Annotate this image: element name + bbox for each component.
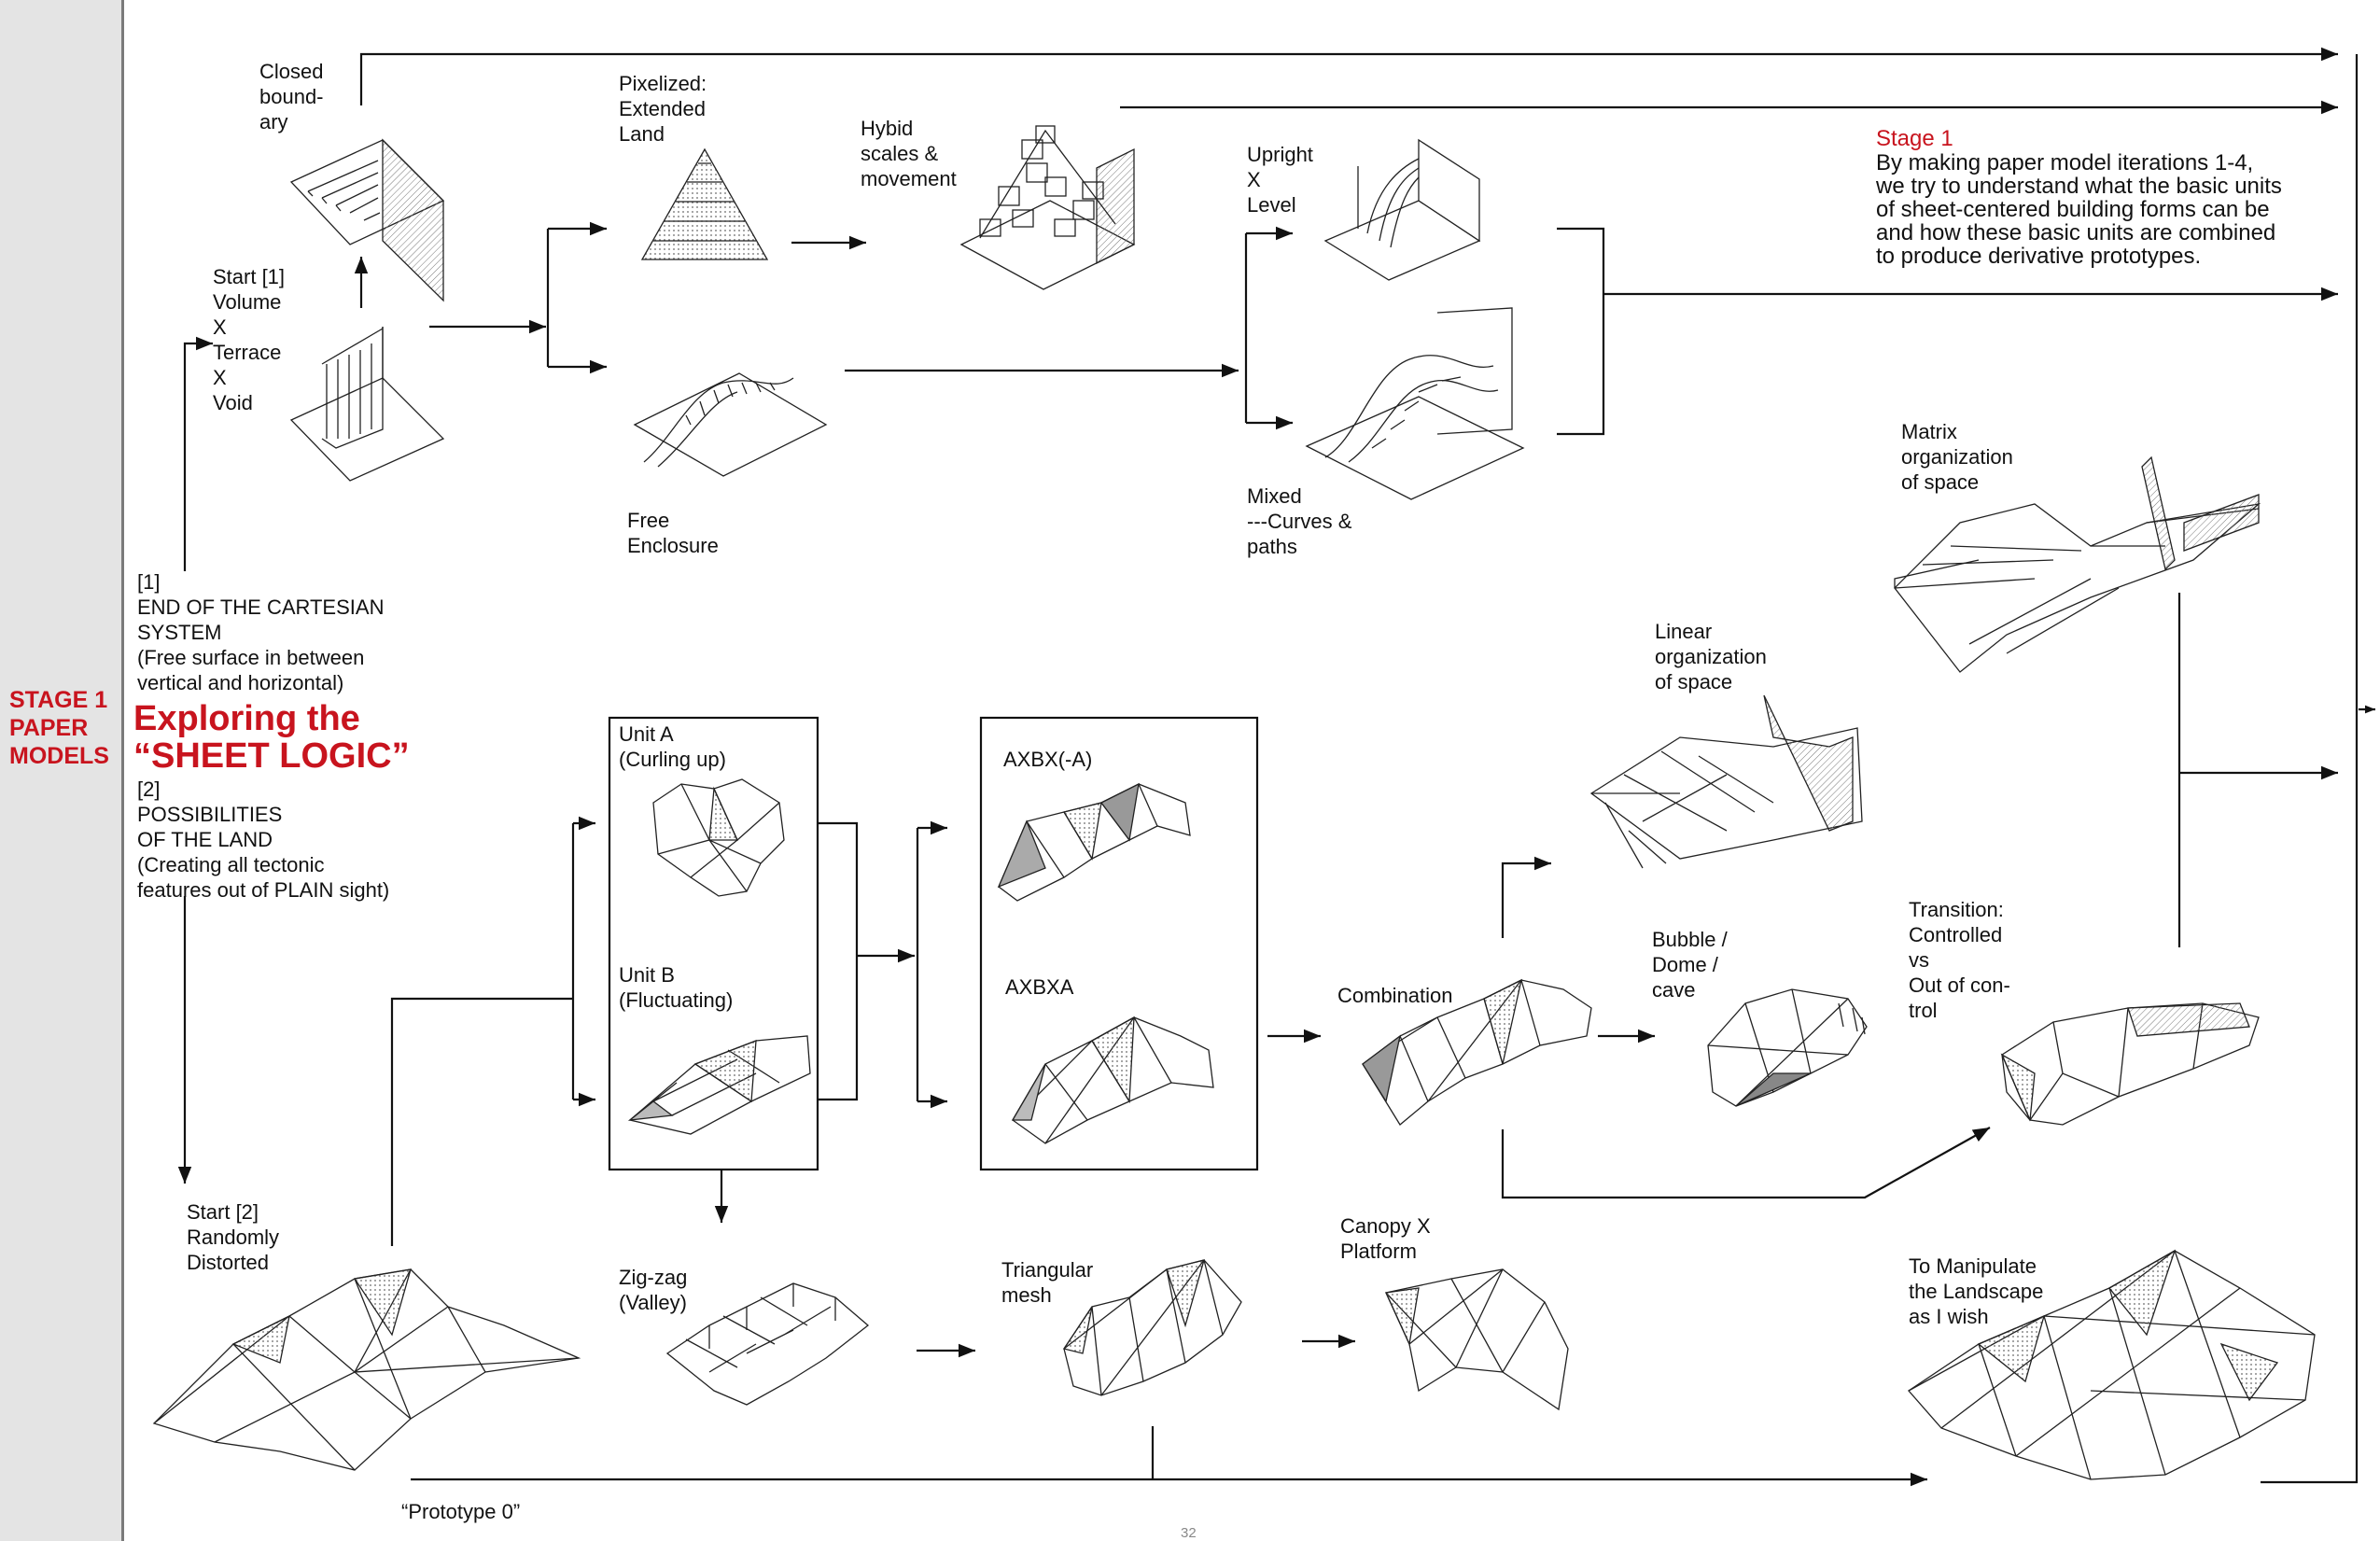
start1-model-drawing — [289, 327, 445, 482]
label-zigzag: Zig-zag (Valley) — [619, 1266, 688, 1314]
label-triangular-mesh: Triangular mesh — [1001, 1258, 1094, 1307]
label-cartesian-system: [1] END OF THE CARTESIAN SYSTEM (Free su… — [137, 570, 385, 694]
label-upright-level: Upright X Level — [1247, 143, 1313, 217]
pixelized-land-model-drawing — [640, 147, 769, 260]
axbx-minus-a-model-drawing — [997, 782, 1191, 902]
unit-group-box — [608, 716, 819, 1171]
transition-model-drawing — [2000, 1002, 2260, 1126]
hybrid-scales-model-drawing — [959, 125, 1136, 290]
label-start1: Start [1] Volume X Terrace X Void — [213, 265, 286, 414]
unit-a-model-drawing — [652, 778, 785, 897]
mixed-curves-model-drawing — [1305, 307, 1525, 500]
upright-model-drawing — [1323, 138, 1481, 281]
matrix-organization-model-drawing — [1894, 455, 2261, 673]
label-bubble-dome: Bubble / Dome / cave — [1652, 928, 1728, 1002]
triangular-mesh-model-drawing — [1062, 1259, 1242, 1396]
axbxa-model-drawing — [1011, 1016, 1214, 1144]
label-unit-b: Unit B (Fluctuating) — [619, 963, 734, 1012]
closed-boundary-model-drawing — [289, 138, 445, 302]
linear-organization-model-drawing — [1589, 694, 1863, 869]
label-canopy-platform: Canopy X Platform — [1340, 1214, 1431, 1263]
label-manipulate-landscape: To Manipulate the Landscape as I wish — [1909, 1254, 2044, 1328]
label-closed-boundary: Closed bound- ary — [259, 60, 324, 133]
axbx-group-box — [979, 716, 1259, 1171]
label-prototype-0: “Prototype 0” — [401, 1500, 521, 1523]
free-enclosure-model-drawing — [633, 372, 828, 477]
bubble-dome-model-drawing — [1707, 988, 1868, 1107]
stage-note-body: By making paper model iterations 1-4, we… — [1876, 150, 2282, 269]
label-transition: Transition: Controlled vs Out of con- tr… — [1909, 898, 2010, 1022]
page-number: 32 — [1181, 1525, 1197, 1541]
stage-note-heading: Stage 1 — [1876, 126, 1953, 151]
label-pixelized-land: Pixelized: Extended Land — [619, 72, 707, 146]
section-heading: Exploring the “SHEET LOGIC” — [133, 699, 410, 776]
manipulate-landscape-model-drawing — [1908, 1249, 2316, 1480]
label-mixed-curves: Mixed ---Curves & paths — [1247, 484, 1352, 558]
label-axbx-minus-a: AXBX(-A) — [1003, 748, 1093, 771]
label-unit-a: Unit A (Curling up) — [619, 722, 726, 771]
label-hybrid-scales: Hybid scales & movement — [861, 117, 957, 190]
combination-model-drawing — [1362, 978, 1592, 1126]
label-matrix-organization: Matrix organization of space — [1901, 420, 2013, 494]
connector-lines — [177, 47, 2375, 1487]
canopy-platform-model-drawing — [1385, 1268, 1569, 1411]
zigzag-model-drawing — [665, 1282, 870, 1406]
label-possibilities-of-land: [2] POSSIBILITIES OF THE LAND (Creating … — [137, 778, 390, 902]
label-free-enclosure: Free Enclosure — [627, 509, 719, 557]
unit-b-model-drawing — [627, 1035, 811, 1135]
label-axbxa: AXBXA — [1005, 975, 1074, 999]
label-combination: Combination — [1337, 984, 1453, 1007]
label-start2: Start [2] Randomly Distorted — [187, 1200, 280, 1274]
label-linear-organization: Linear organization of space — [1655, 620, 1767, 693]
sidebar: STAGE 1 PAPER MODELS — [0, 0, 124, 1541]
sidebar-title: STAGE 1 PAPER MODELS — [9, 687, 109, 769]
start2-randomly-distorted-model-drawing — [152, 1268, 581, 1471]
